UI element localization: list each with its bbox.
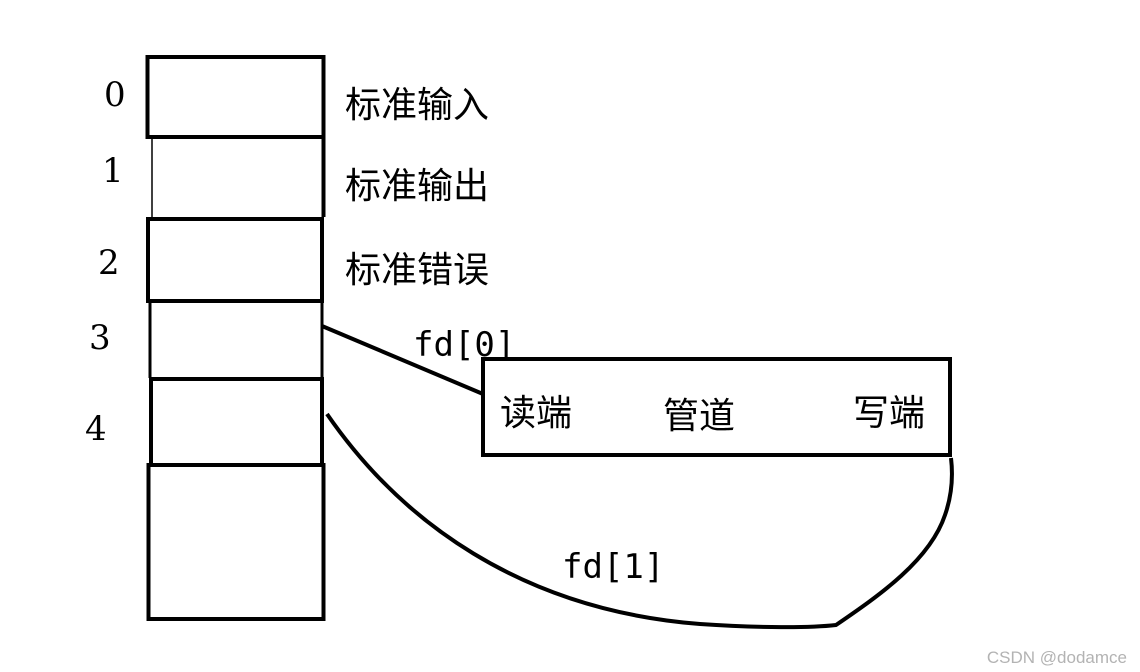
- fd-table: [145, 55, 326, 621]
- stdout-label: 标准输出: [345, 166, 489, 207]
- fd-index-3: 3: [89, 318, 111, 358]
- fd-indices: 0 1 2 3 4: [85, 75, 126, 449]
- fd-slot-2: [146, 217, 324, 303]
- fd-labels: 标准输入 标准输出 标准错误: [345, 85, 489, 291]
- fd-index-1: 1: [102, 151, 124, 191]
- fd-0-label: fd[0]: [413, 325, 515, 365]
- fd-slot-free: [146, 463, 326, 621]
- stderr-label: 标准错误: [345, 250, 489, 291]
- fd-index-4: 4: [85, 409, 107, 449]
- watermark: CSDN @dodamce: [987, 648, 1127, 667]
- stdin-label: 标准输入: [345, 85, 489, 126]
- fd-slot-4: [149, 377, 324, 467]
- pipe-title: 管道: [663, 396, 735, 437]
- pipe-write-end-label: 写端: [853, 393, 925, 434]
- fd-slot-0: [145, 55, 326, 139]
- pipe-box: [481, 357, 952, 457]
- write-end-connector: [325, 412, 954, 630]
- read-end-connector: [321, 324, 484, 396]
- fd-1-label: fd[1]: [562, 547, 664, 587]
- fd-index-0: 0: [104, 75, 126, 115]
- pipe: 读端 管道 写端: [481, 357, 952, 457]
- fd-index-2: 2: [98, 243, 120, 283]
- pipe-read-end-label: 读端: [500, 393, 572, 434]
- connectors: fd[0] fd[1]: [321, 324, 954, 630]
